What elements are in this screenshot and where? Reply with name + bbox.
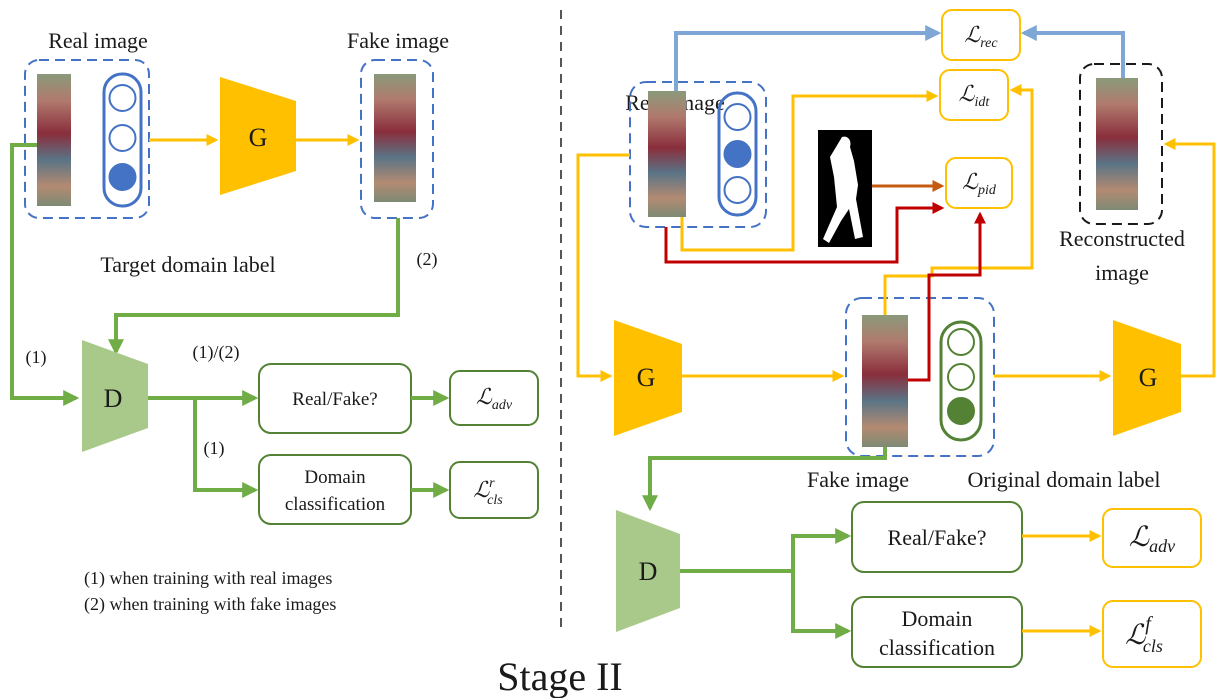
right-domain-text-2: classification [879,635,995,660]
left-fake-person-image [374,74,416,202]
original-label-circle-2 [947,363,975,391]
arrow-real-to-g1 [576,153,630,382]
right-generator-2-shape [1113,320,1181,436]
left-step-1-marker: (1) [26,347,47,368]
left-loss-cls-sub: cls [487,493,503,508]
right-discriminator-shape [616,510,680,632]
right-loss-rec-base: ℒ [964,22,981,47]
left-loss-cls-box [449,461,539,519]
right-label-capsule [717,91,758,217]
right-loss-rec-sub: rec [980,36,998,51]
left-domain-text-2: classification [285,494,386,515]
left-discriminator-label: D [104,384,123,413]
right-loss-pid-sub: pid [977,183,997,198]
left-loss-adv-sub: adv [492,398,513,413]
left-label-circle-3 [108,163,137,191]
arrow-fake-to-pid [908,211,986,382]
right-loss-rec: ℒrec [964,22,998,51]
right-discriminator-label: D [639,557,658,586]
left-loss-cls: ℒr cls [473,476,503,508]
arrow-g2-to-reconstructed [1163,138,1216,378]
arrow-real-to-rec [674,25,942,91]
right-generator-1-label: G [637,363,656,392]
right-loss-pid-box [945,157,1013,209]
arrow-fake-to-d [642,447,887,512]
right-loss-adv-box [1102,508,1202,568]
right-label-circle-2 [723,140,752,168]
original-label-capsule [939,320,983,442]
right-fake-image-label: Fake image [807,467,909,492]
right-real-person-image [648,91,686,217]
right-loss-adv-sub: adv [1149,536,1175,556]
left-fake-group-box [360,59,434,219]
left-loss-cls-sup: r [489,476,495,491]
left-arrow-d-to-domain [193,398,259,498]
right-loss-cls-base: ℒ [1125,620,1146,651]
left-label-circle-2 [108,124,137,152]
right-loss-pid: ℒpid [962,169,997,198]
left-real-person-image [37,74,71,206]
left-realfake-text: Real/Fake? [292,389,377,410]
left-step-2-marker: (2) [417,249,438,270]
left-loss-cls-base: ℒ [473,477,490,502]
right-loss-rec-box [941,9,1021,61]
left-step-12-marker: (1)/(2) [193,342,240,363]
right-loss-adv: ℒadv [1129,522,1175,556]
right-loss-adv-base: ℒ [1129,522,1150,553]
left-domain-text-1: Domain [304,467,366,488]
right-loss-cls-box [1102,600,1202,668]
left-arrow-real-to-d [10,143,80,406]
right-loss-cls-sub: cls [1143,636,1163,656]
right-domain-text-1: Domain [902,606,973,631]
stage-title: Stage II [497,654,623,698]
left-note-1: (1) when training with real images [84,568,332,589]
right-realfake-text: Real/Fake? [888,525,987,550]
left-loss-adv-base: ℒ [476,384,493,409]
original-label-circle-1 [947,328,975,356]
right-label-circle-1 [723,103,752,131]
right-loss-idt: ℒidt [959,81,991,110]
arrow-d-to-domain [791,571,852,639]
left-arrow-fake-to-d [108,218,400,356]
arrow-d-to-realfake [680,528,852,573]
right-generator-1-shape [614,320,682,436]
left-real-image-label: Real image [48,28,148,53]
left-generator-shape [220,77,296,195]
left-label-circle-1 [108,84,137,112]
right-generator-2-label: G [1139,363,1158,392]
left-target-label-capsule [102,72,143,208]
right-fake-group-box [845,297,995,457]
arrow-fake-to-idt [883,84,1034,315]
arrow-real-to-pid [664,202,945,264]
right-loss-idt-box [939,69,1009,121]
right-loss-idt-base: ℒ [959,81,976,106]
original-label-circle-3 [947,397,975,425]
reconstructed-label-1: Reconstructed [1059,226,1185,251]
original-domain-label: Original domain label [967,467,1160,492]
mask-silhouette [823,136,863,243]
left-loss-adv-box [449,370,539,426]
reconstructed-group-box [1079,63,1163,225]
right-loss-idt-sub: idt [975,95,991,110]
right-loss-pid-base: ℒ [962,169,979,194]
arrow-reconstructed-to-rec [1020,25,1125,78]
left-discriminator-shape [82,340,148,452]
reconstructed-person-image [1096,78,1138,210]
left-step-1-lower-marker: (1) [204,438,225,459]
left-fake-image-label: Fake image [347,28,449,53]
arrow-real-to-idt [680,90,939,252]
right-loss-cls-sup: f [1145,613,1153,635]
left-note-2: (2) when training with fake images [84,594,336,615]
right-label-circle-3 [723,176,752,204]
left-target-domain-label: Target domain label [100,252,275,277]
right-fake-person-image [862,315,908,447]
left-loss-adv: ℒadv [476,384,513,413]
left-generator-label: G [249,123,268,152]
reconstructed-label-2: image [1095,260,1149,285]
